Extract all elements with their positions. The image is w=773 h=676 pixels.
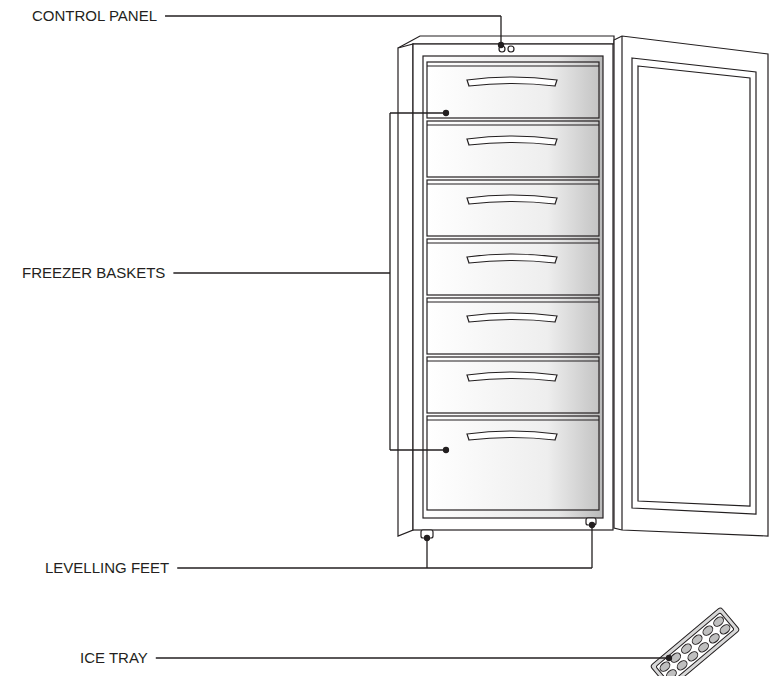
levelling-feet [421,518,596,538]
cabinet [398,36,614,536]
part-label: CONTROL PANEL [32,7,157,25]
leader-lines [156,16,672,661]
part-label: LEVELLING FEET [45,559,169,577]
ice-tray [650,607,740,676]
freezer-baskets [427,62,599,510]
part-label: FREEZER BASKETS [22,264,165,282]
door [614,36,768,536]
part-label: ICE TRAY [80,649,148,667]
